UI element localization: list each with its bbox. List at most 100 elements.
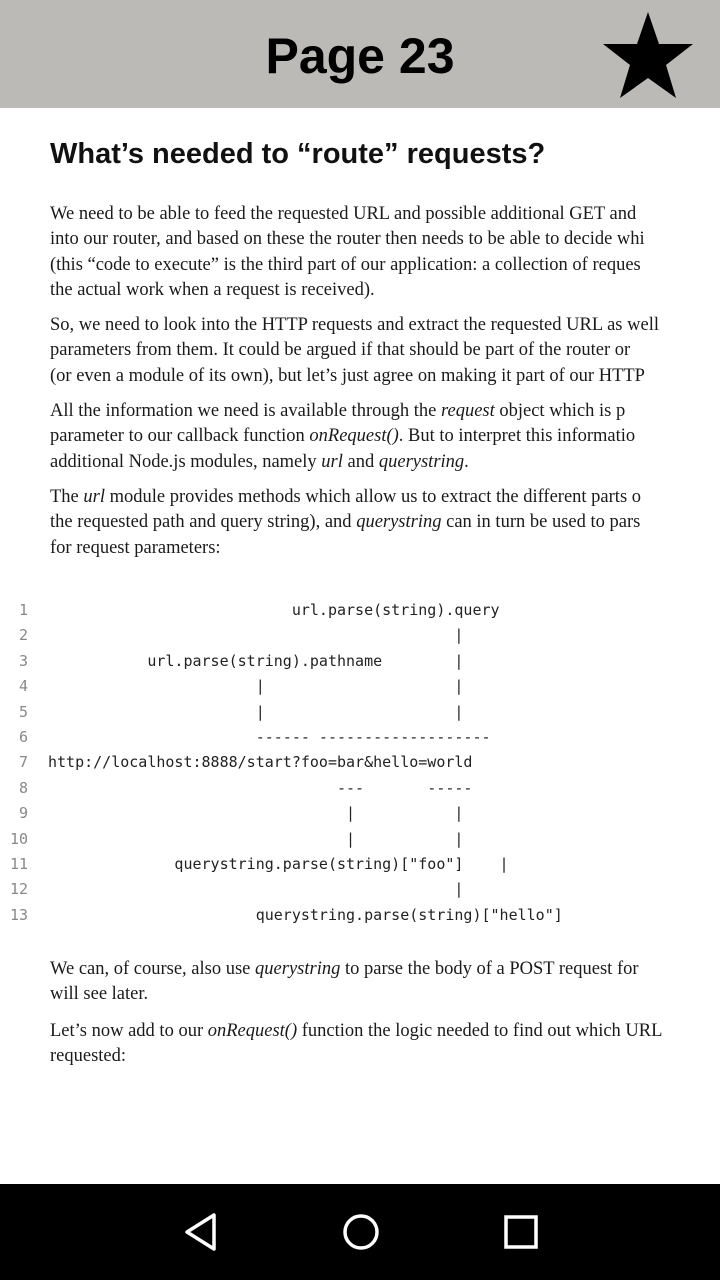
- paragraph: We can, of course, also use querystring …: [50, 957, 639, 1008]
- text-run: parameter to our callback function: [50, 426, 310, 447]
- code-line: 9 | |: [0, 801, 720, 826]
- line-number: 12: [9, 880, 28, 899]
- paragraph: The url module provides methods which al…: [50, 485, 641, 561]
- line-number: 6: [18, 727, 28, 746]
- code-line: 6 ------ -------------------: [0, 725, 720, 750]
- line-number: 5: [18, 702, 28, 721]
- code-line: 11 querystring.parse(string)["foo"] |: [0, 852, 720, 877]
- text-run: the requested path and query string), an…: [50, 512, 357, 533]
- paragraph-line: parameters from them. It could be argued…: [50, 338, 659, 363]
- recents-square-icon[interactable]: [497, 1208, 545, 1256]
- code-text: | |: [48, 702, 464, 721]
- emphasized-term: querystring: [356, 512, 442, 533]
- text-run: .: [464, 451, 469, 472]
- code-line: 7 http://localhost:8888/start?foo=bar&hel…: [0, 750, 720, 775]
- text-run: will see later.: [50, 984, 149, 1005]
- paragraph-line: parameter to our callback function onReq…: [50, 424, 635, 449]
- system-nav-bar: [0, 1184, 720, 1280]
- line-number: 9: [18, 804, 28, 823]
- line-number: 2: [18, 626, 28, 645]
- paragraph-line: will see later.: [50, 982, 639, 1007]
- text-run: parameters from them. It could be argued…: [50, 340, 631, 361]
- line-number: 4: [18, 677, 28, 696]
- line-number: 11: [9, 854, 28, 873]
- paragraph-line: requested:: [50, 1044, 662, 1069]
- title-bar: Page 23: [0, 0, 720, 108]
- line-number: 7: [18, 753, 28, 772]
- code-line: 5 | |: [0, 700, 720, 725]
- code-text: |: [48, 880, 464, 899]
- text-run: additional Node.js modules, namely: [50, 451, 322, 472]
- home-circle-icon[interactable]: [337, 1208, 385, 1256]
- paragraph-line: into our router, and based on these the …: [50, 227, 645, 252]
- text-run: (or even a module of its own), but let’s…: [50, 365, 645, 386]
- paragraph-line: for request parameters:: [50, 536, 641, 561]
- emphasized-term: querystring: [255, 959, 341, 979]
- text-run: So, we need to look into the HTTP reques…: [50, 315, 659, 335]
- text-run: (this “code to execute” is the third par…: [50, 254, 641, 275]
- code-text: |: [48, 626, 464, 645]
- paragraph-line: additional Node.js modules, namely url a…: [50, 450, 635, 475]
- paragraph: So, we need to look into the HTTP reques…: [50, 313, 659, 389]
- code-text: --- -----: [48, 778, 473, 797]
- paragraph: All the information we need is available…: [50, 399, 635, 475]
- code-text: querystring.parse(string)["foo"] |: [48, 854, 509, 873]
- text-run: Let’s now add to our: [50, 1021, 208, 1041]
- text-run: can in turn be used to pars: [441, 512, 641, 533]
- text-run: module provides methods which allow us t…: [104, 487, 642, 507]
- paragraph-line: We need to be able to feed the requested…: [50, 202, 645, 227]
- emphasized-term: url: [321, 451, 343, 472]
- paragraph-line: the requested path and query string), an…: [50, 510, 641, 535]
- paragraph-line: (or even a module of its own), but let’s…: [50, 364, 659, 389]
- paragraph-line: Let’s now add to our onRequest() functio…: [50, 1019, 662, 1044]
- code-text: | |: [48, 677, 464, 696]
- paragraph-line: So, we need to look into the HTTP reques…: [50, 313, 659, 338]
- text-run: and: [342, 451, 379, 472]
- paragraph: Let’s now add to our onRequest() functio…: [50, 1019, 662, 1070]
- paragraph-line: All the information we need is available…: [50, 399, 635, 424]
- text-run: to parse the body of a POST request for: [340, 959, 639, 979]
- paragraph-line: the actual work when a request is receiv…: [50, 278, 645, 303]
- line-number: 3: [18, 651, 28, 670]
- line-number: 8: [18, 778, 28, 797]
- code-text: url.parse(string).query: [48, 601, 500, 619]
- text-run: The: [50, 487, 84, 507]
- code-line: 4 | |: [0, 674, 720, 699]
- emphasized-term: url: [83, 487, 105, 507]
- text-run: function the logic needed to find out wh…: [297, 1021, 663, 1041]
- emphasized-term: querystring: [378, 451, 465, 472]
- code-text: ------ -------------------: [48, 727, 491, 746]
- code-text: | |: [48, 804, 464, 823]
- line-number: 1: [18, 601, 28, 619]
- text-run: All the information we need is available…: [50, 401, 441, 421]
- paragraph-line: The url module provides methods which al…: [50, 485, 641, 510]
- text-run: We need to be able to feed the requested…: [50, 204, 637, 224]
- code-text: | |: [48, 829, 464, 848]
- book-page: What’s needed to “route” requests? We ne…: [0, 108, 720, 1184]
- emphasized-term: onRequest(): [309, 426, 399, 447]
- code-text: http://localhost:8888/start?foo=bar&hell…: [48, 753, 473, 772]
- text-run: for request parameters:: [50, 537, 221, 558]
- code-line: 10 | |: [0, 827, 720, 852]
- text-run: into our router, and based on these the …: [50, 229, 645, 250]
- code-line: 1 url.parse(string).query: [0, 598, 720, 623]
- line-number: 13: [9, 905, 28, 924]
- code-line: 2 |: [0, 623, 720, 648]
- text-run: requested:: [50, 1046, 127, 1067]
- paragraph: We need to be able to feed the requested…: [50, 202, 645, 303]
- code-text: querystring.parse(string)["hello"]: [48, 905, 563, 924]
- paragraph-line: We can, of course, also use querystring …: [50, 957, 639, 982]
- emphasized-term: request: [440, 401, 495, 421]
- code-text: url.parse(string).pathname |: [48, 651, 464, 670]
- emphasized-term: onRequest(): [207, 1021, 298, 1041]
- code-line: 12 |: [0, 877, 720, 902]
- page-title: Page 23: [265, 28, 455, 84]
- text-run: the actual work when a request is receiv…: [50, 279, 375, 300]
- code-line: 3 url.parse(string).pathname |: [0, 649, 720, 674]
- text-run: . But to interpret this informatio: [398, 426, 636, 447]
- text-run: We can, of course, also use: [50, 959, 256, 979]
- back-triangle-icon[interactable]: [178, 1208, 226, 1256]
- star-icon[interactable]: [600, 8, 696, 102]
- text-run: object which is p: [494, 401, 626, 421]
